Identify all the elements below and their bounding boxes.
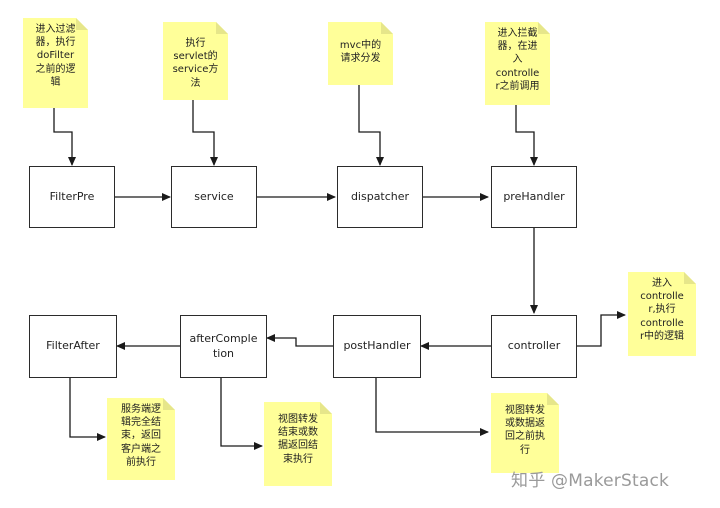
edge-aftercompletion-to-aftercompletion-note <box>220 378 263 450</box>
note-service: 执行 servlet的 service方 法 <box>163 22 228 100</box>
node-aftercompletion-label: afterComple tion <box>189 331 258 360</box>
note-aftercompletion-text: 视图转发 结束或数 据返回结 束执行 <box>278 414 318 465</box>
node-controller-label: controller <box>507 339 561 353</box>
node-filterpre: FilterPre <box>29 166 115 228</box>
node-service-label: service <box>194 189 234 203</box>
edge-prehandler-note-to-prehandler <box>515 105 538 166</box>
edge-filterafter-to-filterafter-note <box>69 378 106 441</box>
node-dispatcher: dispatcher <box>337 166 423 228</box>
node-filterafter-label: FilterAfter <box>46 339 100 353</box>
node-service: service <box>171 166 257 228</box>
node-dispatcher-label: dispatcher <box>350 189 410 203</box>
node-filterpre-label: FilterPre <box>49 189 95 203</box>
note-controller: 进入 controlle r,执行 controlle r中的逻辑 <box>628 272 696 356</box>
note-prehandler-text: 进入拦截 器，在进 入 controlle r之前调用 <box>495 28 540 92</box>
edge-posthandler-to-posthandler-note <box>375 378 489 436</box>
edge-controller-to-controller-note <box>577 311 626 347</box>
note-prehandler: 进入拦截 器，在进 入 controlle r之前调用 <box>485 22 550 105</box>
edge-service-note-to-service <box>192 100 218 166</box>
edge-dispatcher-note-to-dispatcher <box>358 85 384 166</box>
node-prehandler: preHandler <box>491 166 577 228</box>
node-aftercompletion: afterComple tion <box>180 315 267 378</box>
edge-posthandler-to-aftercompletion <box>266 334 333 347</box>
note-filterpre: 进入过滤 器，执行 doFilter 之前的逻 辑 <box>23 18 88 108</box>
node-posthandler-label: postHandler <box>343 339 411 353</box>
note-filterpre-text: 进入过滤 器，执行 doFilter 之前的逻 辑 <box>35 24 76 88</box>
edge-filterpre-note-to-filterpre <box>53 108 76 166</box>
note-dispatcher-text: mvc中的 请求分发 <box>339 40 382 65</box>
node-posthandler: postHandler <box>333 315 421 378</box>
note-service-text: 执行 servlet的 service方 法 <box>172 38 219 89</box>
watermark: 知乎 @MakerStack <box>511 471 670 491</box>
note-posthandler: 视图转发 或数据返 回之前执 行 <box>491 393 559 473</box>
node-prehandler-label: preHandler <box>503 189 565 203</box>
node-controller: controller <box>491 315 577 378</box>
note-filterafter: 服务端逻 辑完全结 束，返回 客户端之 前执行 <box>107 398 175 480</box>
note-posthandler-text: 视图转发 或数据返 回之前执 行 <box>505 405 545 456</box>
node-filterafter: FilterAfter <box>29 315 117 378</box>
note-aftercompletion: 视图转发 结束或数 据返回结 束执行 <box>264 402 332 486</box>
note-dispatcher: mvc中的 请求分发 <box>328 22 393 85</box>
note-filterafter-text: 服务端逻 辑完全结 束，返回 客户端之 前执行 <box>121 404 161 468</box>
note-controller-text: 进入 controlle r,执行 controlle r中的逻辑 <box>639 278 685 342</box>
